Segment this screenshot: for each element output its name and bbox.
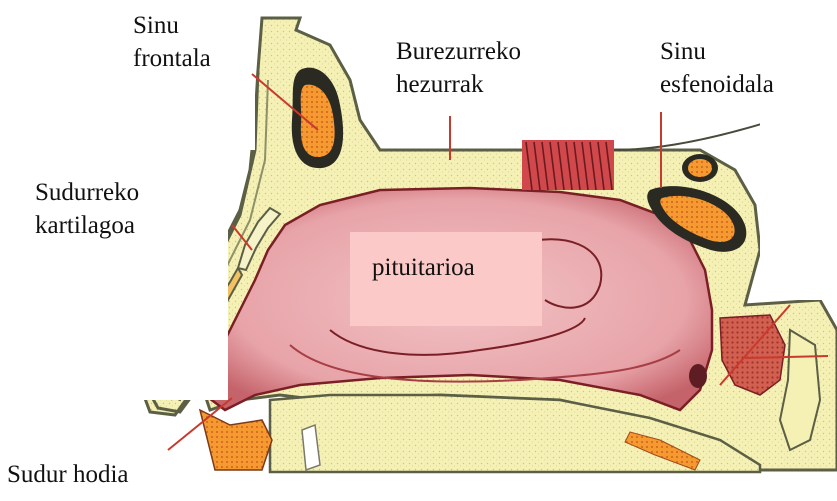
frontal-sinus-label-line2: frontala [133,42,211,75]
nasal-cartilage-label-line2: kartilagoa [35,209,139,242]
mask-top-right [300,0,837,15]
sphenoid-sinus-label-line2: esfenoidala [660,68,774,101]
sphenoid-sinus-label-line1: Sinu [660,35,774,68]
mask-top-left [0,0,255,150]
nasal-bones-label-line1: Burezurreko [396,35,521,68]
eustachian-opening [689,364,707,388]
nasal-cartilage-label-line1: Sudurreko [35,176,139,209]
frontal-sinus-label-line1: Sinu [133,9,211,42]
sphenoid-sinus-small-fill [688,159,712,177]
frontal-sinus-label: Sinu frontala [133,9,211,75]
nasal-bones-label: Burezurreko hezurrak [396,35,521,101]
pituitary-label: pituitarioa [372,253,475,283]
nasal-cartilage-label: Sudurreko kartilagoa [35,176,139,242]
nostril-lip [200,410,272,470]
sphenoid-sinus-label: Sinu esfenoidala [660,35,774,101]
nasal-bones-label-line2: hezurrak [396,68,521,101]
nostril-label: Sudur hodia [7,458,129,491]
